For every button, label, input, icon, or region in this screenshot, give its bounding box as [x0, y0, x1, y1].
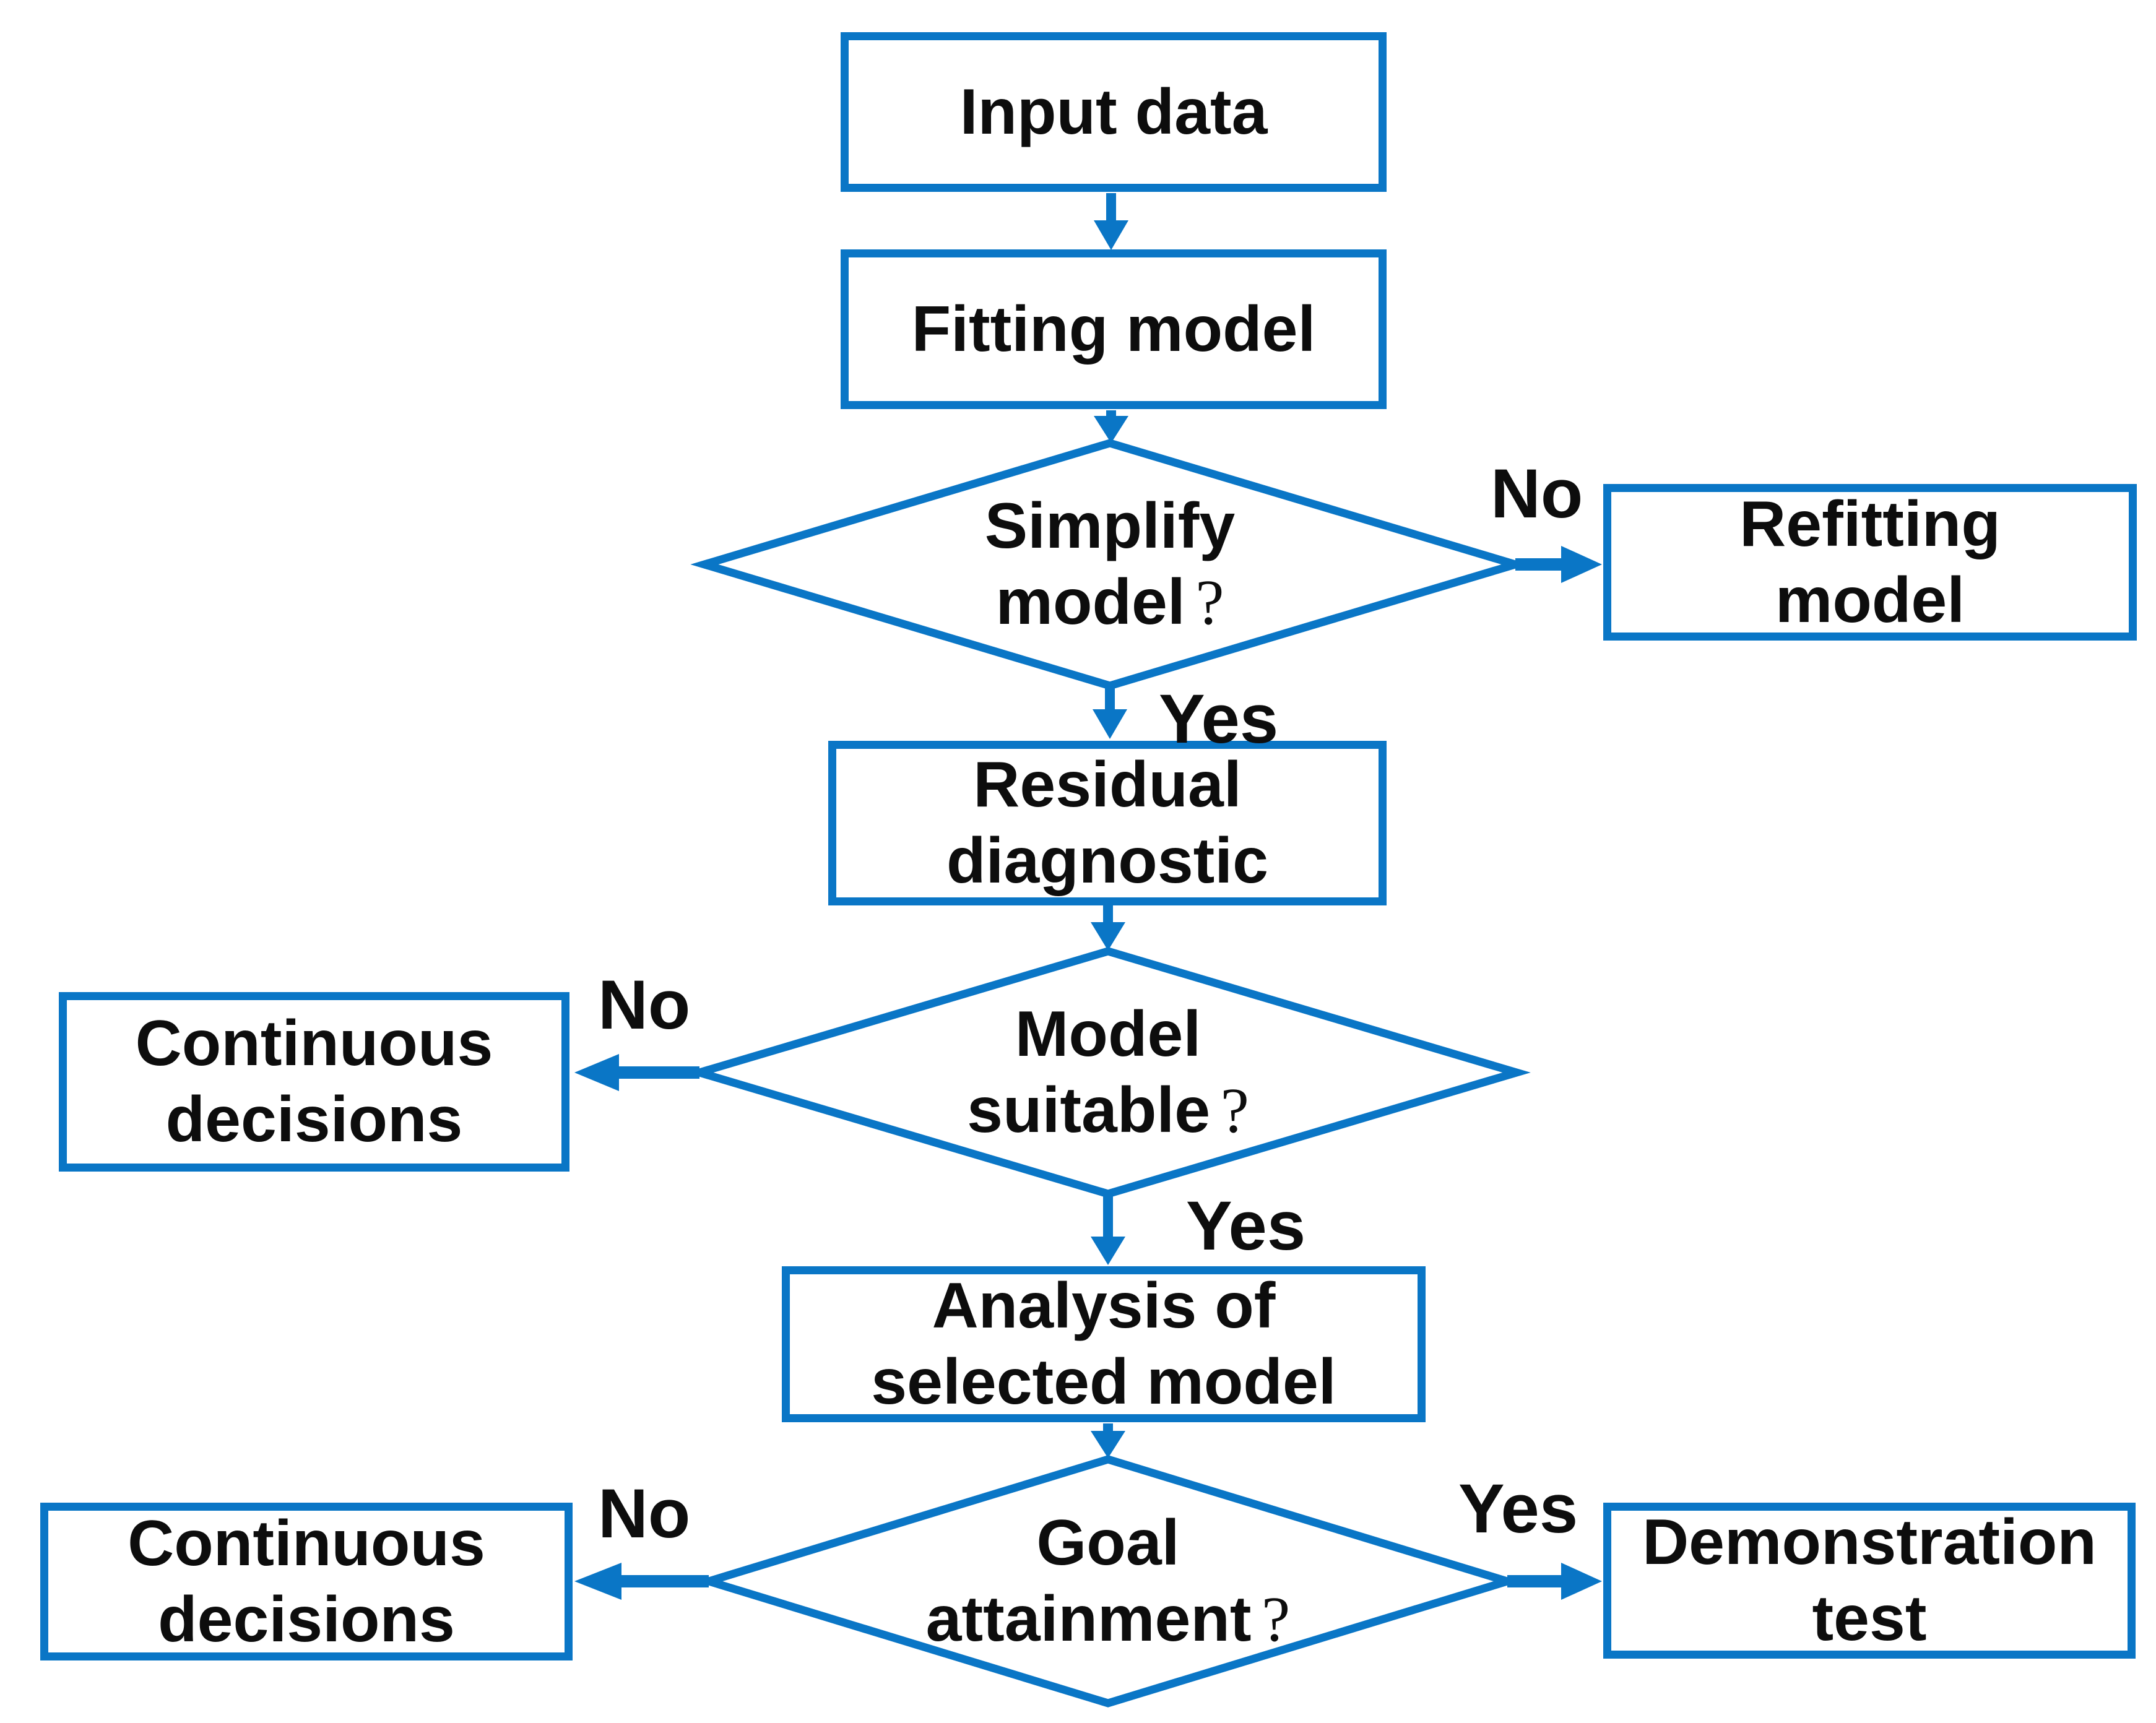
arrowhead-analysis-to-goal [1091, 1431, 1125, 1458]
arrowhead-simplify-to-refitting [1561, 546, 1602, 583]
question-mark: ? [1262, 1583, 1291, 1655]
node-analysis-of-selected-model: Analysis of selected model [782, 1266, 1426, 1422]
node-continuous-decisions-lower: Continuous decisions [40, 1503, 573, 1660]
arrowhead-input-to-fitting [1094, 220, 1128, 250]
node-demonstration-test-label-line2: test [1812, 1583, 1927, 1654]
node-simplify-model-label: Simplify model? [985, 488, 1236, 641]
edge-label-goal-no: No [598, 1475, 691, 1552]
arrowhead-simplify-to-residual [1093, 709, 1127, 739]
node-refitting-model-label-line1: Refitting [1739, 488, 2001, 560]
node-input-data-label: Input data [959, 76, 1268, 148]
node-input-data: Input data [841, 32, 1387, 192]
node-refitting-model: Refitting model [1603, 484, 2137, 641]
node-goal-attainment-label: Goal attainment? [926, 1505, 1291, 1657]
edge-label-simplify-no: No [1491, 455, 1583, 532]
question-mark: ? [1195, 566, 1224, 638]
arrowhead-suitable-to-analysis [1091, 1237, 1125, 1265]
node-refitting-model-label-line2: model [1775, 564, 1965, 636]
node-model-suitable-label: Model suitable? [967, 996, 1249, 1149]
node-residual-diagnostic: Residual diagnostic [828, 741, 1387, 905]
node-demonstration-test-label-line1: Demonstration [1642, 1506, 2097, 1579]
edge-label-simplify-yes: Yes [1159, 680, 1279, 758]
edge-label-suitable-no: No [598, 966, 691, 1043]
arrowhead-goal-to-demonstration [1561, 1563, 1602, 1600]
node-analysis-of-selected-model-label-line2: selected model [871, 1346, 1336, 1418]
question-mark: ? [1220, 1074, 1249, 1146]
arrowhead-fitting-to-simplify [1094, 416, 1128, 443]
node-analysis-of-selected-model-label-line1: Analysis of [932, 1270, 1276, 1342]
node-continuous-decisions-upper-label-line1: Continuous [135, 1008, 493, 1080]
edge-label-suitable-yes: Yes [1186, 1187, 1306, 1264]
node-continuous-decisions-lower-label-line1: Continuous [128, 1507, 485, 1579]
simplify-model-line2: model? [995, 566, 1224, 638]
node-residual-diagnostic-label-line2: diagnostic [946, 825, 1269, 897]
node-residual-diagnostic-label-line1: Residual [973, 749, 1242, 821]
edge-label-goal-yes: Yes [1458, 1470, 1578, 1547]
goal-attainment-line1: Goal [1036, 1506, 1180, 1579]
model-suitable-line1: Model [1015, 998, 1201, 1070]
arrowhead-suitable-to-continuous-upper [574, 1054, 619, 1091]
node-fitting-model-label: Fitting model [911, 293, 1316, 365]
arrowhead-residual-to-suitable [1091, 922, 1125, 951]
node-demonstration-test: Demonstration test [1603, 1503, 2136, 1659]
diamond-goal-attainment-shape [695, 1455, 1522, 1708]
arrowhead-goal-to-continuous-lower [574, 1563, 621, 1600]
node-continuous-decisions-upper: Continuous decisions [59, 992, 569, 1172]
node-fitting-model: Fitting model [841, 249, 1387, 409]
node-continuous-decisions-upper-label-line2: decisions [165, 1084, 463, 1155]
node-continuous-decisions-lower-label-line2: decisions [158, 1583, 455, 1656]
model-suitable-line2: suitable? [967, 1074, 1249, 1146]
simplify-model-line1: Simplify [984, 490, 1236, 562]
goal-attainment-line2: attainment? [925, 1583, 1291, 1655]
